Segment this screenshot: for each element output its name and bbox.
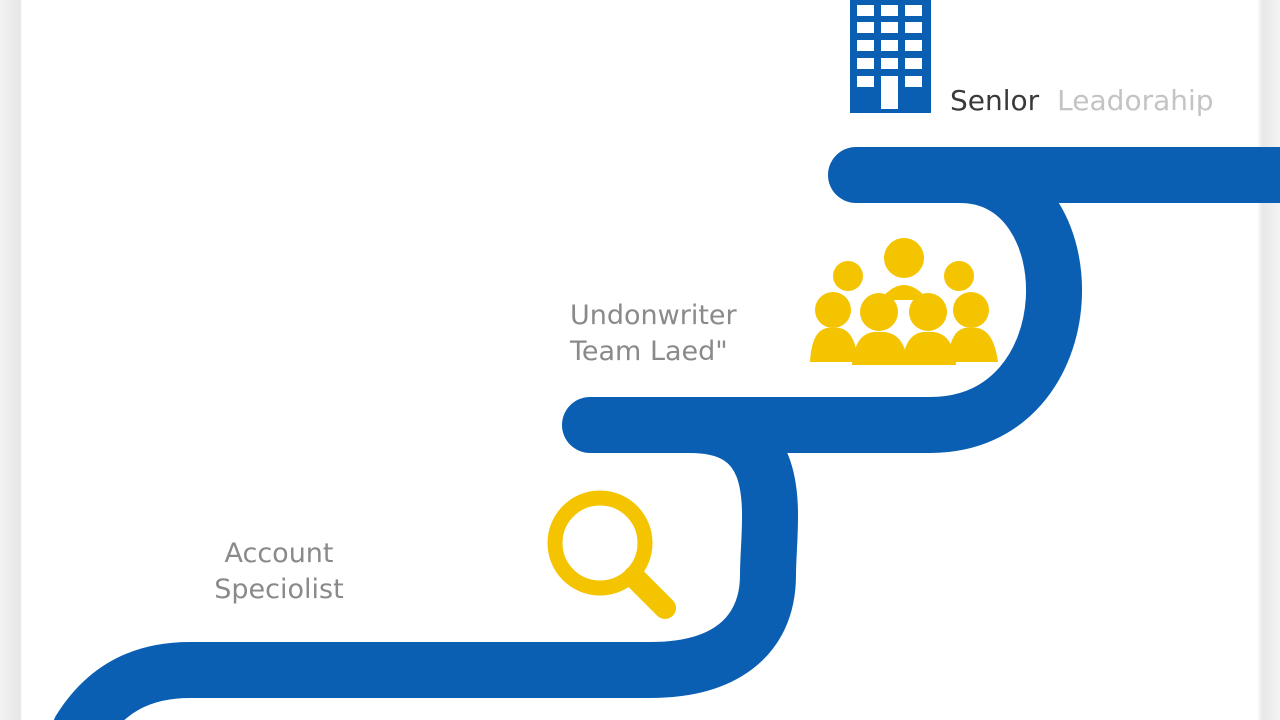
team-icon — [810, 238, 998, 365]
left-border — [0, 0, 22, 720]
path-lower-curve — [54, 397, 799, 720]
step-title-word2: Leadorahip — [1057, 84, 1214, 117]
path-upper-curve — [562, 147, 1082, 453]
step-title-line1: Account — [224, 538, 334, 569]
step-title-word1: Senlor — [950, 84, 1040, 117]
step-account-specialist: Account Speciolist — [208, 536, 350, 608]
step-title-line2: Team Laed" — [570, 336, 728, 367]
step-title-line1: Undonwriter — [570, 300, 737, 331]
magnifier-icon — [547, 490, 676, 619]
step-title-line2: Speciolist — [214, 574, 344, 605]
step-senior-leadership: Senlor Leadorahip — [950, 84, 1214, 117]
building-icon — [850, 0, 931, 113]
step-underwriter-team-lead: Undonwriter Team Laed" — [570, 298, 737, 370]
